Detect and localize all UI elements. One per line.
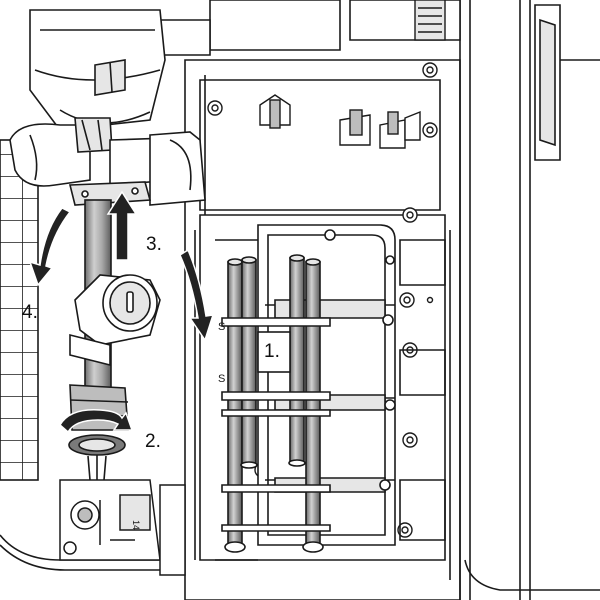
component-mark-s-upper: S xyxy=(218,321,225,333)
arrow-step-3-down xyxy=(179,248,215,342)
screw-plate-1 xyxy=(402,207,418,223)
step-label-3: 3. xyxy=(146,234,162,255)
rod-right-outer xyxy=(305,261,321,548)
electrode-rods xyxy=(221,254,331,553)
screw-hole xyxy=(426,296,434,304)
component-mark-14: 14 xyxy=(131,520,141,530)
step-1-box xyxy=(257,331,291,373)
rod-left-outer xyxy=(227,261,243,548)
screw-top-mid xyxy=(422,62,438,78)
step-labels: 1. 2. 3. 4. xyxy=(22,234,280,452)
top-connectors xyxy=(259,0,446,149)
component-mark-s-lower: S xyxy=(218,373,225,385)
screw-plate-2 xyxy=(399,292,415,308)
screw-plate-5 xyxy=(397,522,413,538)
arrow-step-3-up xyxy=(106,190,138,261)
screw-top-right xyxy=(422,122,438,138)
step-label-1: 1. xyxy=(264,341,280,362)
step-label-4: 4. xyxy=(22,302,38,323)
gas-valve-block: 14 xyxy=(59,479,186,576)
rod-left-inner xyxy=(241,259,257,466)
screw-plate-4 xyxy=(402,432,418,448)
arrow-step-4 xyxy=(28,207,72,287)
valve-module xyxy=(9,9,206,206)
arrow-step-2-rotate xyxy=(59,409,134,434)
instruction-arrows xyxy=(28,190,215,434)
screw-top-left xyxy=(207,100,223,116)
rod-right-inner xyxy=(289,257,305,464)
step-label-2: 2. xyxy=(145,431,161,452)
